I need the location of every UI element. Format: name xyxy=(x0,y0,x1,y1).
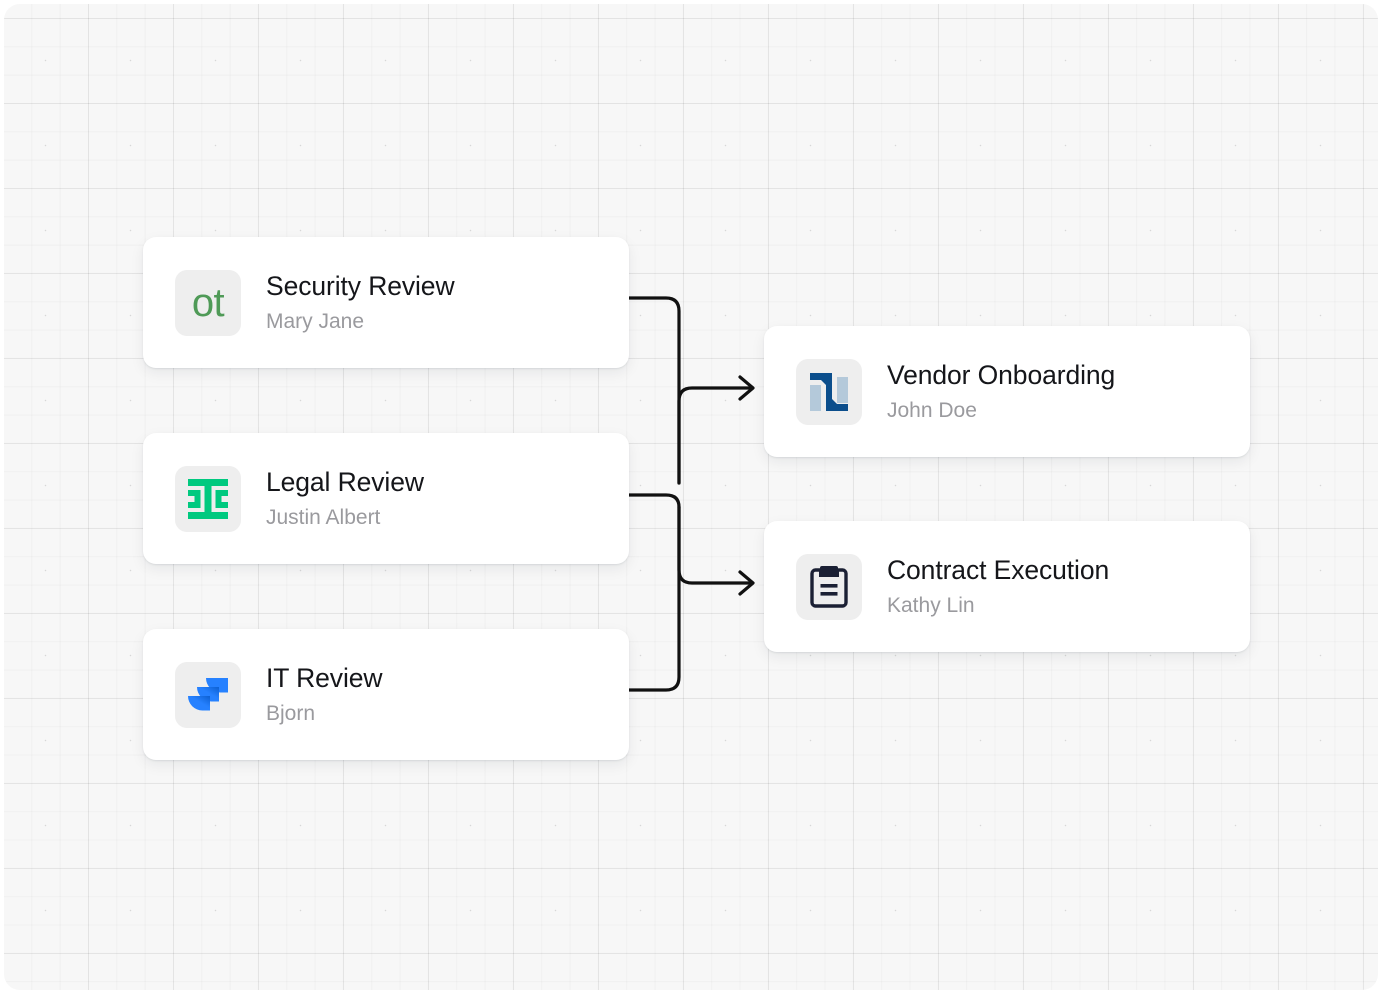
node-vendor-onboarding[interactable]: Vendor Onboarding John Doe xyxy=(764,326,1250,457)
edge-trunk-to-vendor xyxy=(677,386,753,485)
node-title: Legal Review xyxy=(266,466,424,497)
clipboard-glyph xyxy=(810,565,848,608)
node-text-block: Legal Review Justin Albert xyxy=(266,467,424,531)
node-title: Vendor Onboarding xyxy=(887,359,1116,390)
edge-it-to-trunk xyxy=(623,505,681,692)
node-assignee: Justin Albert xyxy=(266,506,381,530)
node-text-block: IT Review Bjorn xyxy=(266,662,383,727)
clipboard-icon xyxy=(796,553,862,620)
netsuite-n-logo-icon xyxy=(796,358,862,425)
node-title: Contract Execution xyxy=(887,554,1110,585)
jira-logo-icon xyxy=(175,661,241,728)
jira-logo-glyph xyxy=(188,677,228,710)
node-title: Security Review xyxy=(266,270,455,301)
ot-lettermark-text: ot xyxy=(191,280,225,325)
node-legal-review[interactable]: Legal Review Justin Albert xyxy=(143,433,629,564)
edge-legal-to-trunk xyxy=(623,493,681,509)
node-assignee: Kathy Lin xyxy=(887,594,975,618)
node-text-block: Contract Execution Kathy Lin xyxy=(887,555,1109,619)
node-text-block: Security Review Mary Jane xyxy=(266,270,455,335)
edge-trunk-to-contract xyxy=(677,505,753,585)
node-assignee: Bjorn xyxy=(266,702,316,726)
ironclad-logo-glyph xyxy=(188,478,228,519)
ot-lettermark-icon: ot xyxy=(175,269,241,336)
edge-security-to-trunk xyxy=(623,296,681,485)
node-contract-execution[interactable]: Contract Execution Kathy Lin xyxy=(764,521,1250,652)
arrowhead-contract xyxy=(738,570,755,596)
node-assignee: Mary Jane xyxy=(266,310,365,334)
node-assignee: John Doe xyxy=(887,399,977,423)
ironclad-logo-icon xyxy=(175,465,241,532)
workflow-canvas[interactable]: ot Security Review Mary Jane xyxy=(4,4,1378,990)
node-title: IT Review xyxy=(266,662,383,693)
node-security-review[interactable]: ot Security Review Mary Jane xyxy=(143,237,629,368)
node-it-review[interactable]: IT Review Bjorn xyxy=(143,629,629,760)
arrowhead-vendor xyxy=(738,375,755,401)
netsuite-n-logo-glyph xyxy=(810,372,848,411)
node-text-block: Vendor Onboarding John Doe xyxy=(887,360,1115,424)
